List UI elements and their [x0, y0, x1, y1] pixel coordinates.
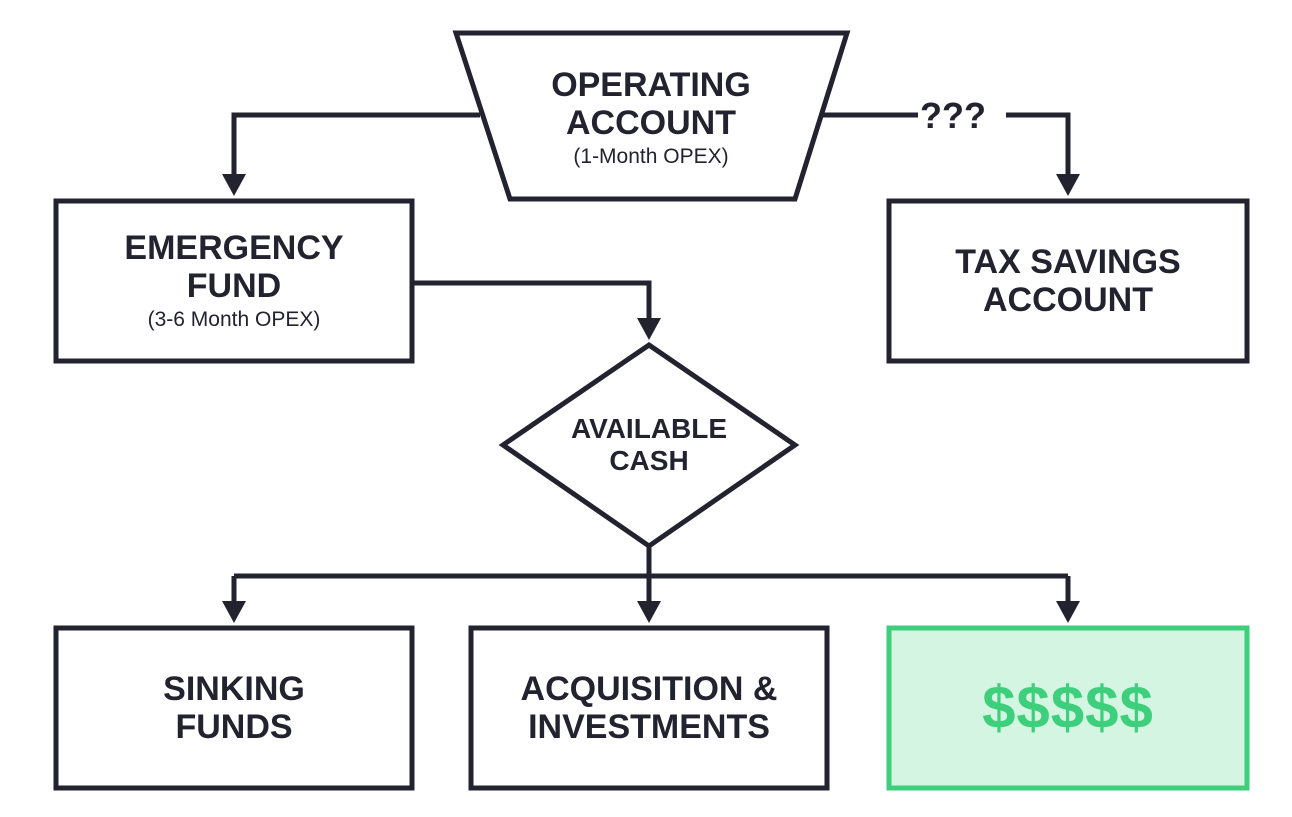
- emergency-fund-title-2: FUND: [186, 266, 282, 305]
- arrowhead-tax: [1056, 174, 1080, 196]
- sinking-funds-title-1: SINKING: [163, 670, 305, 708]
- profit-label: $$$$$: [891, 630, 1245, 786]
- operating-account-subtitle: (1-Month OPEX): [573, 144, 729, 168]
- profit-box: [886, 625, 1250, 791]
- emergency-fund-subtitle: (3-6 Month OPEX): [147, 307, 321, 331]
- emergency-fund-label: EMERGENCY FUND (3-6 Month OPEX): [58, 218, 410, 343]
- available-cash-title-2: CASH: [609, 445, 689, 476]
- connector-label-questions: ???: [920, 95, 986, 136]
- emergency-fund-title-1: EMERGENCY: [124, 228, 344, 267]
- profit-dollars: $$$$$: [982, 674, 1154, 741]
- arrowhead-emergency: [222, 174, 246, 196]
- connector-emergency-to-available: [412, 280, 652, 320]
- connector-operating-to-emergency: [231, 112, 480, 176]
- arrowhead-available: [637, 318, 661, 340]
- operating-account-label: OPERATING ACCOUNT (1-Month OPEX): [520, 60, 782, 175]
- arrowhead-profit: [1056, 601, 1080, 623]
- arrowhead-acquisition: [637, 601, 661, 623]
- connector-questions-to-tax: [1006, 112, 1071, 176]
- acquisition-title-2: INVESTMENTS: [528, 708, 770, 746]
- sinking-funds-box: [53, 625, 415, 791]
- tax-savings-box: [886, 198, 1250, 364]
- acquisition-title-1: ACQUISITION &: [520, 670, 778, 708]
- acquisition-label: ACQUISITION & INVESTMENTS: [473, 630, 825, 786]
- tax-savings-label: TAX SAVINGS ACCOUNT: [891, 203, 1245, 359]
- acquisition-box: [468, 625, 830, 791]
- operating-account-title-1: OPERATING: [551, 65, 751, 104]
- available-cash-title-1: AVAILABLE: [570, 413, 728, 444]
- available-cash-label: AVAILABLE CASH: [540, 405, 758, 485]
- tax-savings-title-2: ACCOUNT: [983, 281, 1153, 319]
- sinking-funds-title-2: FUNDS: [175, 708, 293, 746]
- sinking-funds-label: SINKING FUNDS: [58, 630, 410, 786]
- operating-account-title-2: ACCOUNT: [566, 103, 736, 142]
- tax-savings-title-1: TAX SAVINGS: [955, 243, 1181, 281]
- operating-account-shape: [452, 30, 851, 202]
- arrowhead-sinking: [222, 601, 246, 623]
